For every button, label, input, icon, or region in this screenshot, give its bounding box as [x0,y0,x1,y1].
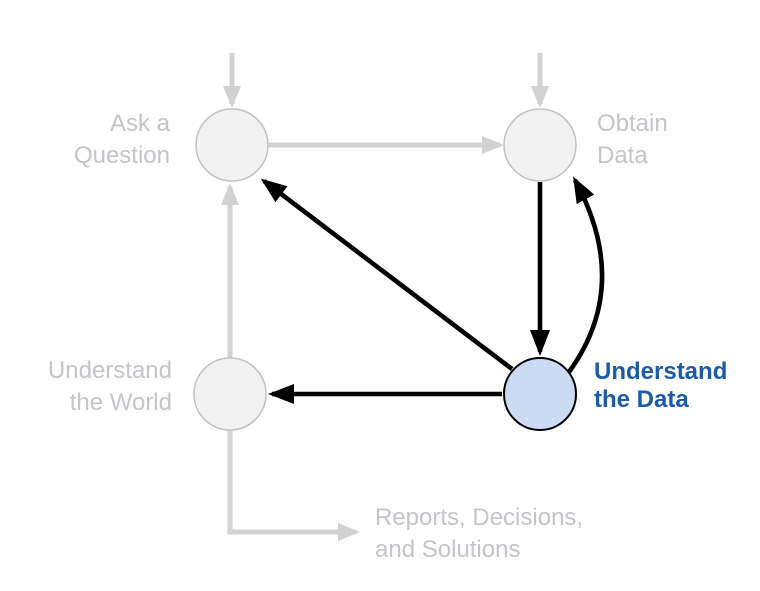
label-understand-the-world: Understand the World [47,357,172,416]
edge-understand-the-data-to-ask-a-question [260,178,514,371]
node-understand-the-world [193,357,267,431]
label-ask-a-question: Ask a Question [73,110,170,169]
label-understand-the-data: Understand the Data [594,358,728,413]
node-understand-the-data [503,357,577,431]
node-obtain-data [503,108,577,182]
edge-understand-the-world-to-reports [227,430,360,541]
node-ask-a-question [195,108,269,182]
label-reports-decisions-solutions: Reports, Decisions, and Solutions [375,504,584,563]
label-obtain-data: Obtain Data [597,110,668,169]
edge-understand-the-data-to-obtain-data [567,176,605,374]
